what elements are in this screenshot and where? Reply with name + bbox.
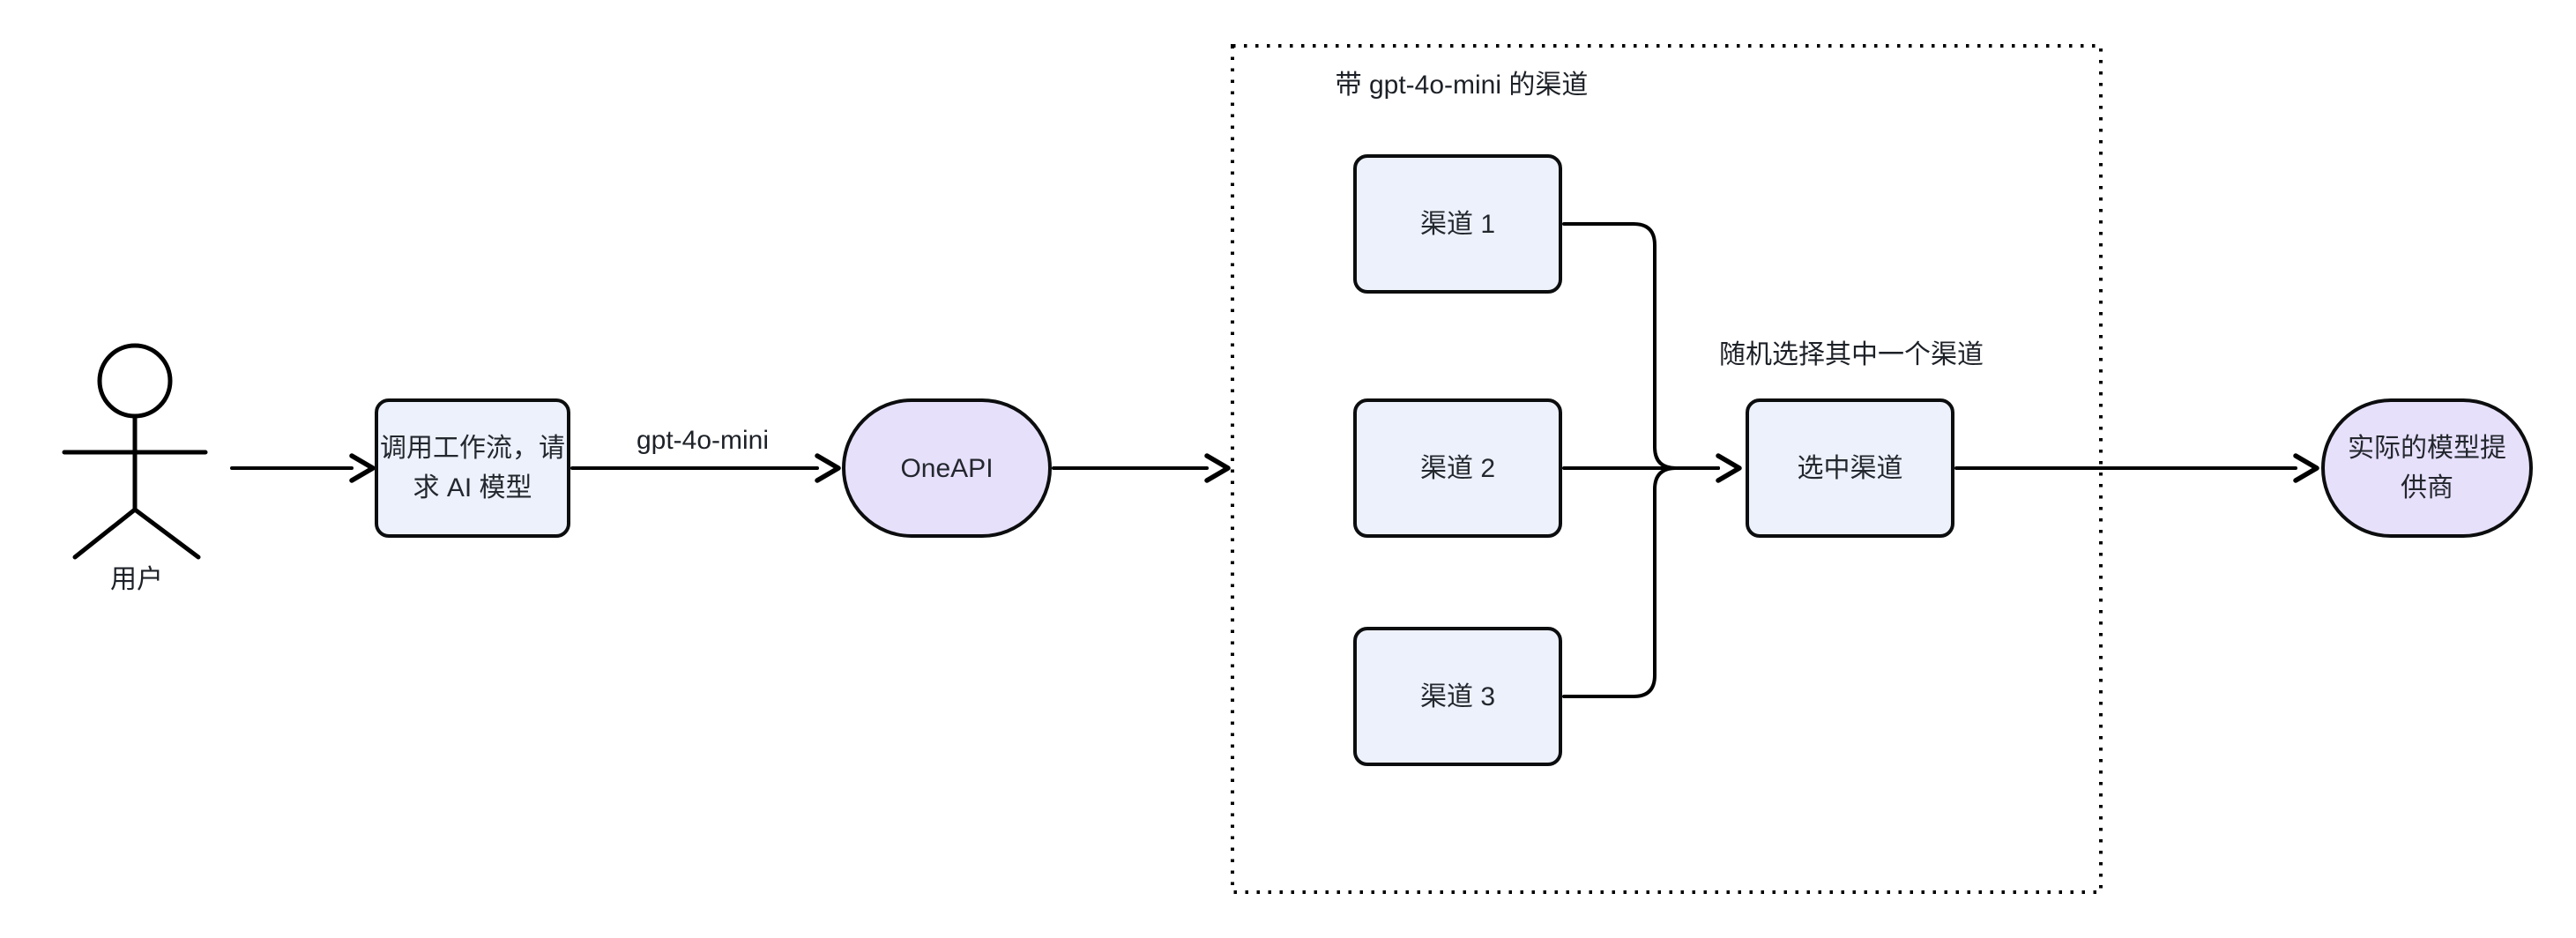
node-channel-2: 渠道 2 bbox=[1353, 398, 1562, 538]
node-selected-channel: 选中渠道 bbox=[1746, 398, 1954, 538]
node-channel-2-label: 渠道 2 bbox=[1419, 453, 1496, 483]
node-workflow: 调用工作流，请 求 AI 模型 bbox=[375, 398, 570, 538]
edge-label-model: gpt-4o-mini bbox=[636, 426, 770, 455]
edge-channel3-to-selected bbox=[1562, 466, 1720, 698]
node-provider-label-line2: 供商 bbox=[2401, 473, 2453, 502]
user-actor-icon bbox=[62, 343, 208, 560]
edge-label-random-pick: 随机选择其中一个渠道 bbox=[1719, 340, 1984, 369]
edge-channel1-to-selected bbox=[1562, 222, 1720, 470]
node-channel-1-label: 渠道 1 bbox=[1419, 209, 1496, 239]
node-channel-3: 渠道 3 bbox=[1353, 627, 1562, 766]
subgraph-title: 带 gpt-4o-mini 的渠道 bbox=[1335, 71, 1589, 100]
node-channel-1: 渠道 1 bbox=[1353, 154, 1562, 294]
node-provider-label-line1: 实际的模型提 bbox=[2348, 434, 2506, 463]
node-oneapi-label: OneAPI bbox=[900, 453, 994, 483]
node-selected-channel-label: 选中渠道 bbox=[1797, 453, 1903, 483]
actor-label: 用户 bbox=[110, 565, 163, 594]
node-oneapi: OneAPI bbox=[842, 398, 1052, 538]
node-provider: 实际的模型提 供商 bbox=[2321, 398, 2533, 538]
node-channel-3-label: 渠道 3 bbox=[1419, 681, 1496, 711]
node-workflow-label-line2: 求 AI 模型 bbox=[413, 473, 532, 502]
node-workflow-label-line1: 调用工作流，请 bbox=[380, 434, 565, 463]
